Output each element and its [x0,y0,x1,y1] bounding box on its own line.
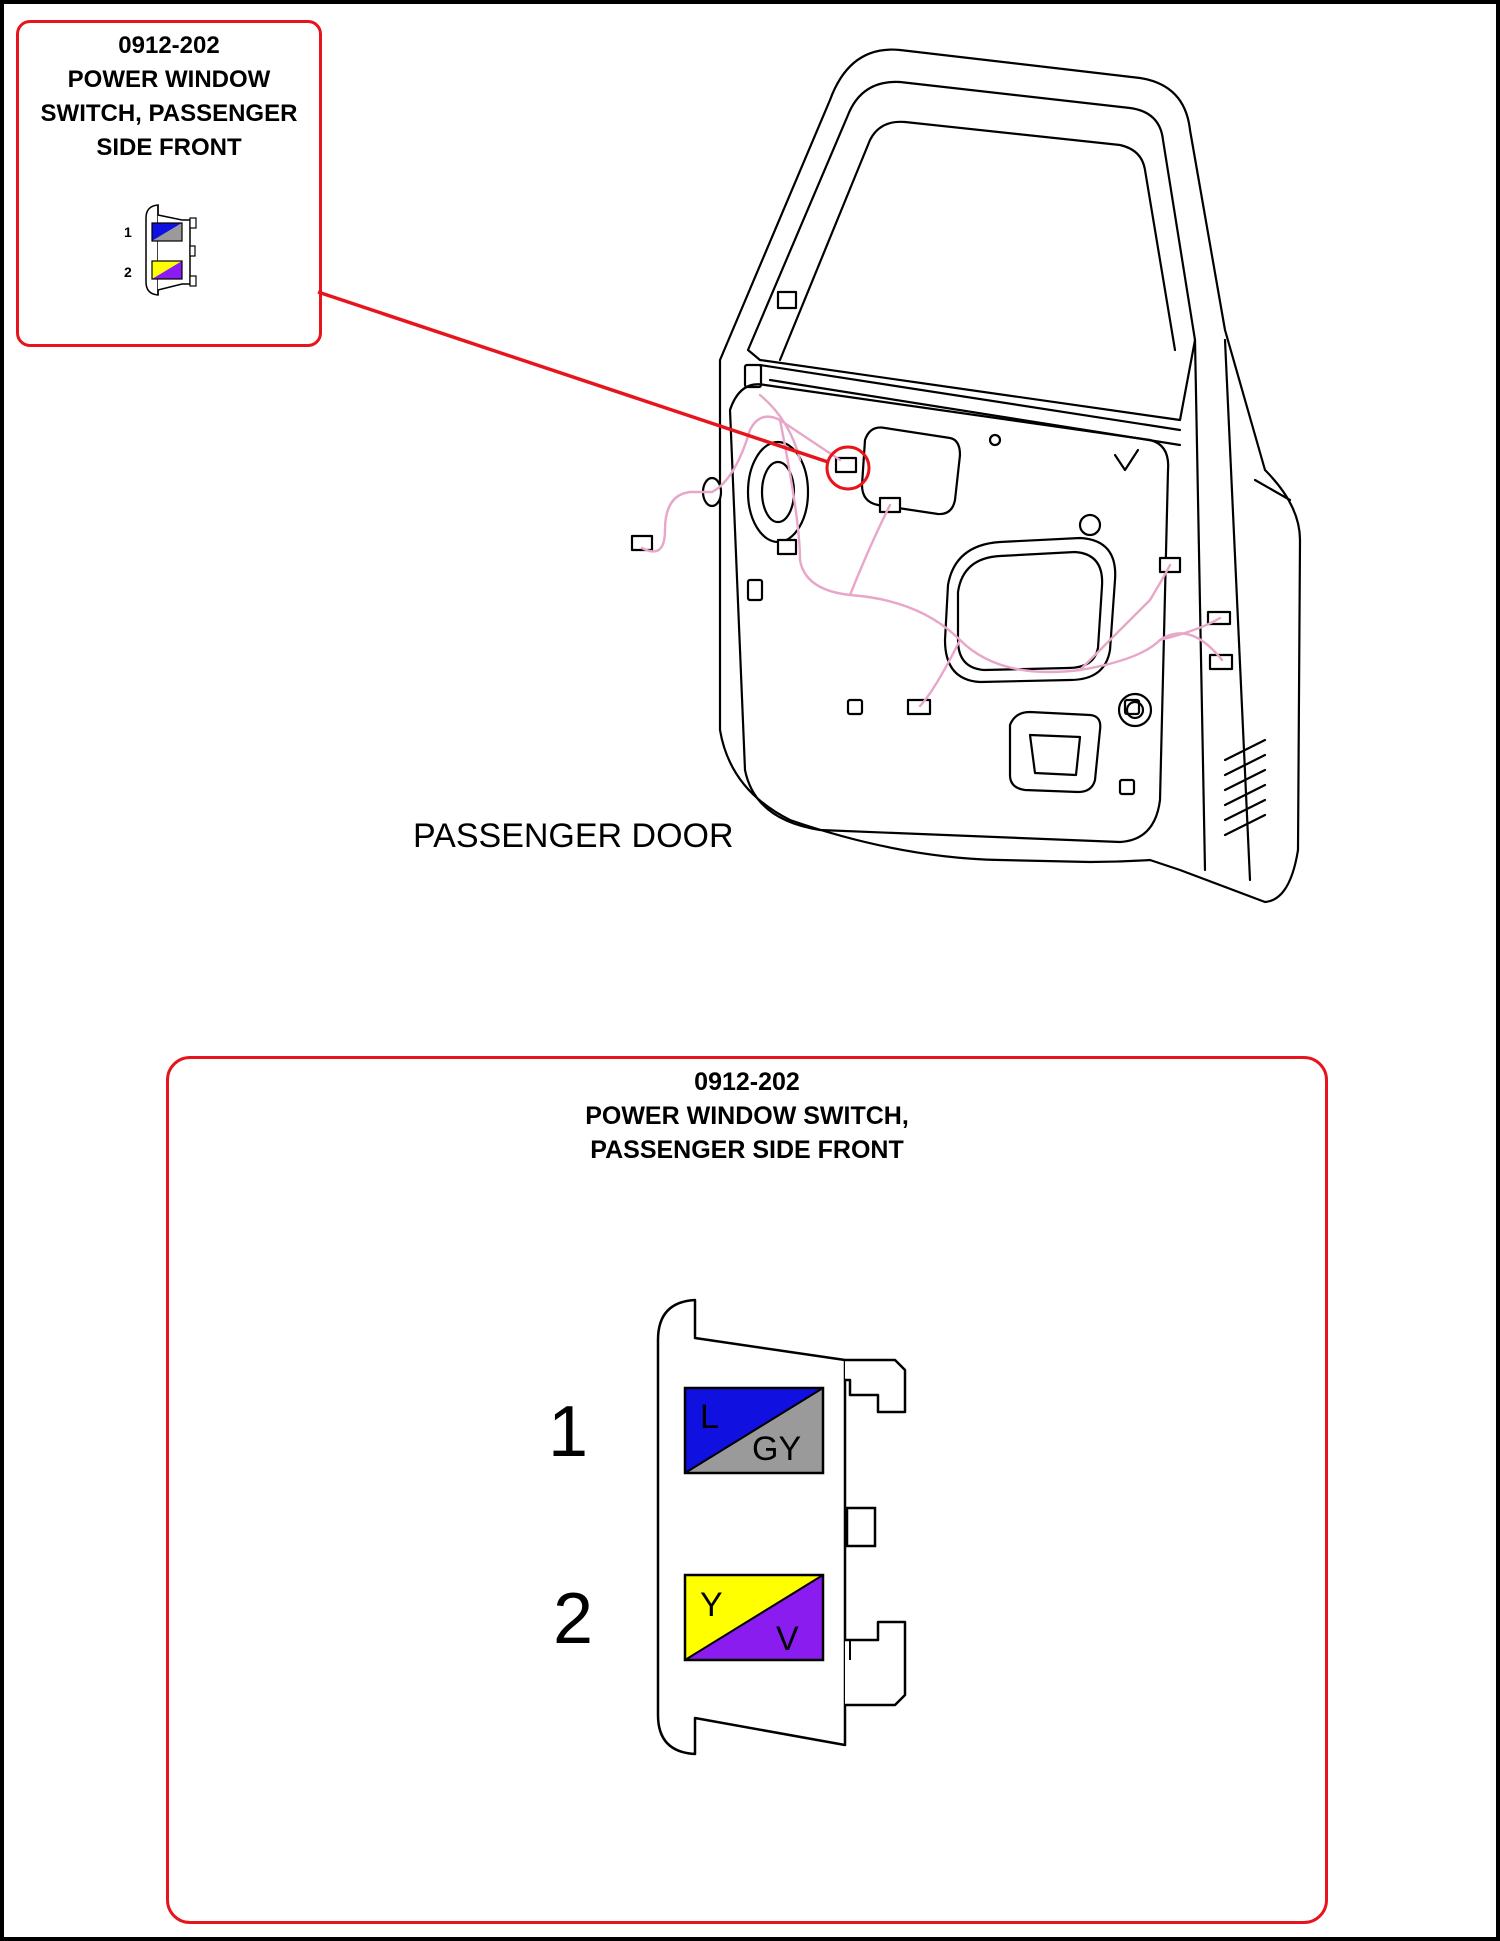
pin-2-wire-primary: Y [700,1586,723,1624]
inset-callout-box: 0912-202 POWER WINDOW SWITCH, PASSENGER … [16,20,322,347]
inset-part-number: 0912-202 [118,32,220,59]
detail-callout-box: 0912-202 POWER WINDOW SWITCH, PASSENGER … [166,1056,1328,1924]
inset-title-line-2: SWITCH, PASSENGER [40,100,298,127]
inset-pin-1-number: 1 [124,224,132,240]
inset-pin-2-number: 2 [124,264,132,280]
door-window-frame [718,48,1302,904]
door-service-opening [943,536,1117,684]
detail-title: 0912-202 POWER WINDOW SWITCH, PASSENGER … [169,1065,1325,1167]
pin-1-wire-primary: L [700,1398,719,1436]
detail-title-line-2: PASSENGER SIDE FRONT [590,1136,904,1164]
pin-1-wire-secondary: GY [752,1430,801,1468]
inset-title-line-3: SIDE FRONT [96,134,242,161]
connector-tab-middle [845,1506,877,1548]
inset-title-line-1: POWER WINDOW [67,66,271,93]
wiring-harness [640,393,1224,708]
door-label: PASSENGER DOOR [413,817,734,855]
detail-title-line-1: POWER WINDOW SWITCH, [585,1102,909,1130]
inset-pin-2-secondary [152,261,182,279]
inset-pin-1-secondary [152,223,182,241]
connector-highlight [825,445,871,491]
inset-connector-diagram: 1 2 [124,204,197,296]
detail-connector-diagram: L GY Y V 1 2 [548,1298,907,1756]
pin-1-number: 1 [548,1392,588,1472]
inset-title: 0912-202 POWER WINDOW SWITCH, PASSENGER … [19,29,319,165]
pin-1-cavity [683,1386,825,1475]
connector-latch-bottom [845,1620,907,1707]
pin-2-number: 2 [553,1579,593,1659]
pin-2-wire-secondary: V [776,1620,799,1658]
callout-leader-line [317,290,829,464]
detail-part-number: 0912-202 [694,1068,800,1096]
pin-2-cavity [683,1573,825,1662]
connector-latch-top [845,1358,907,1414]
